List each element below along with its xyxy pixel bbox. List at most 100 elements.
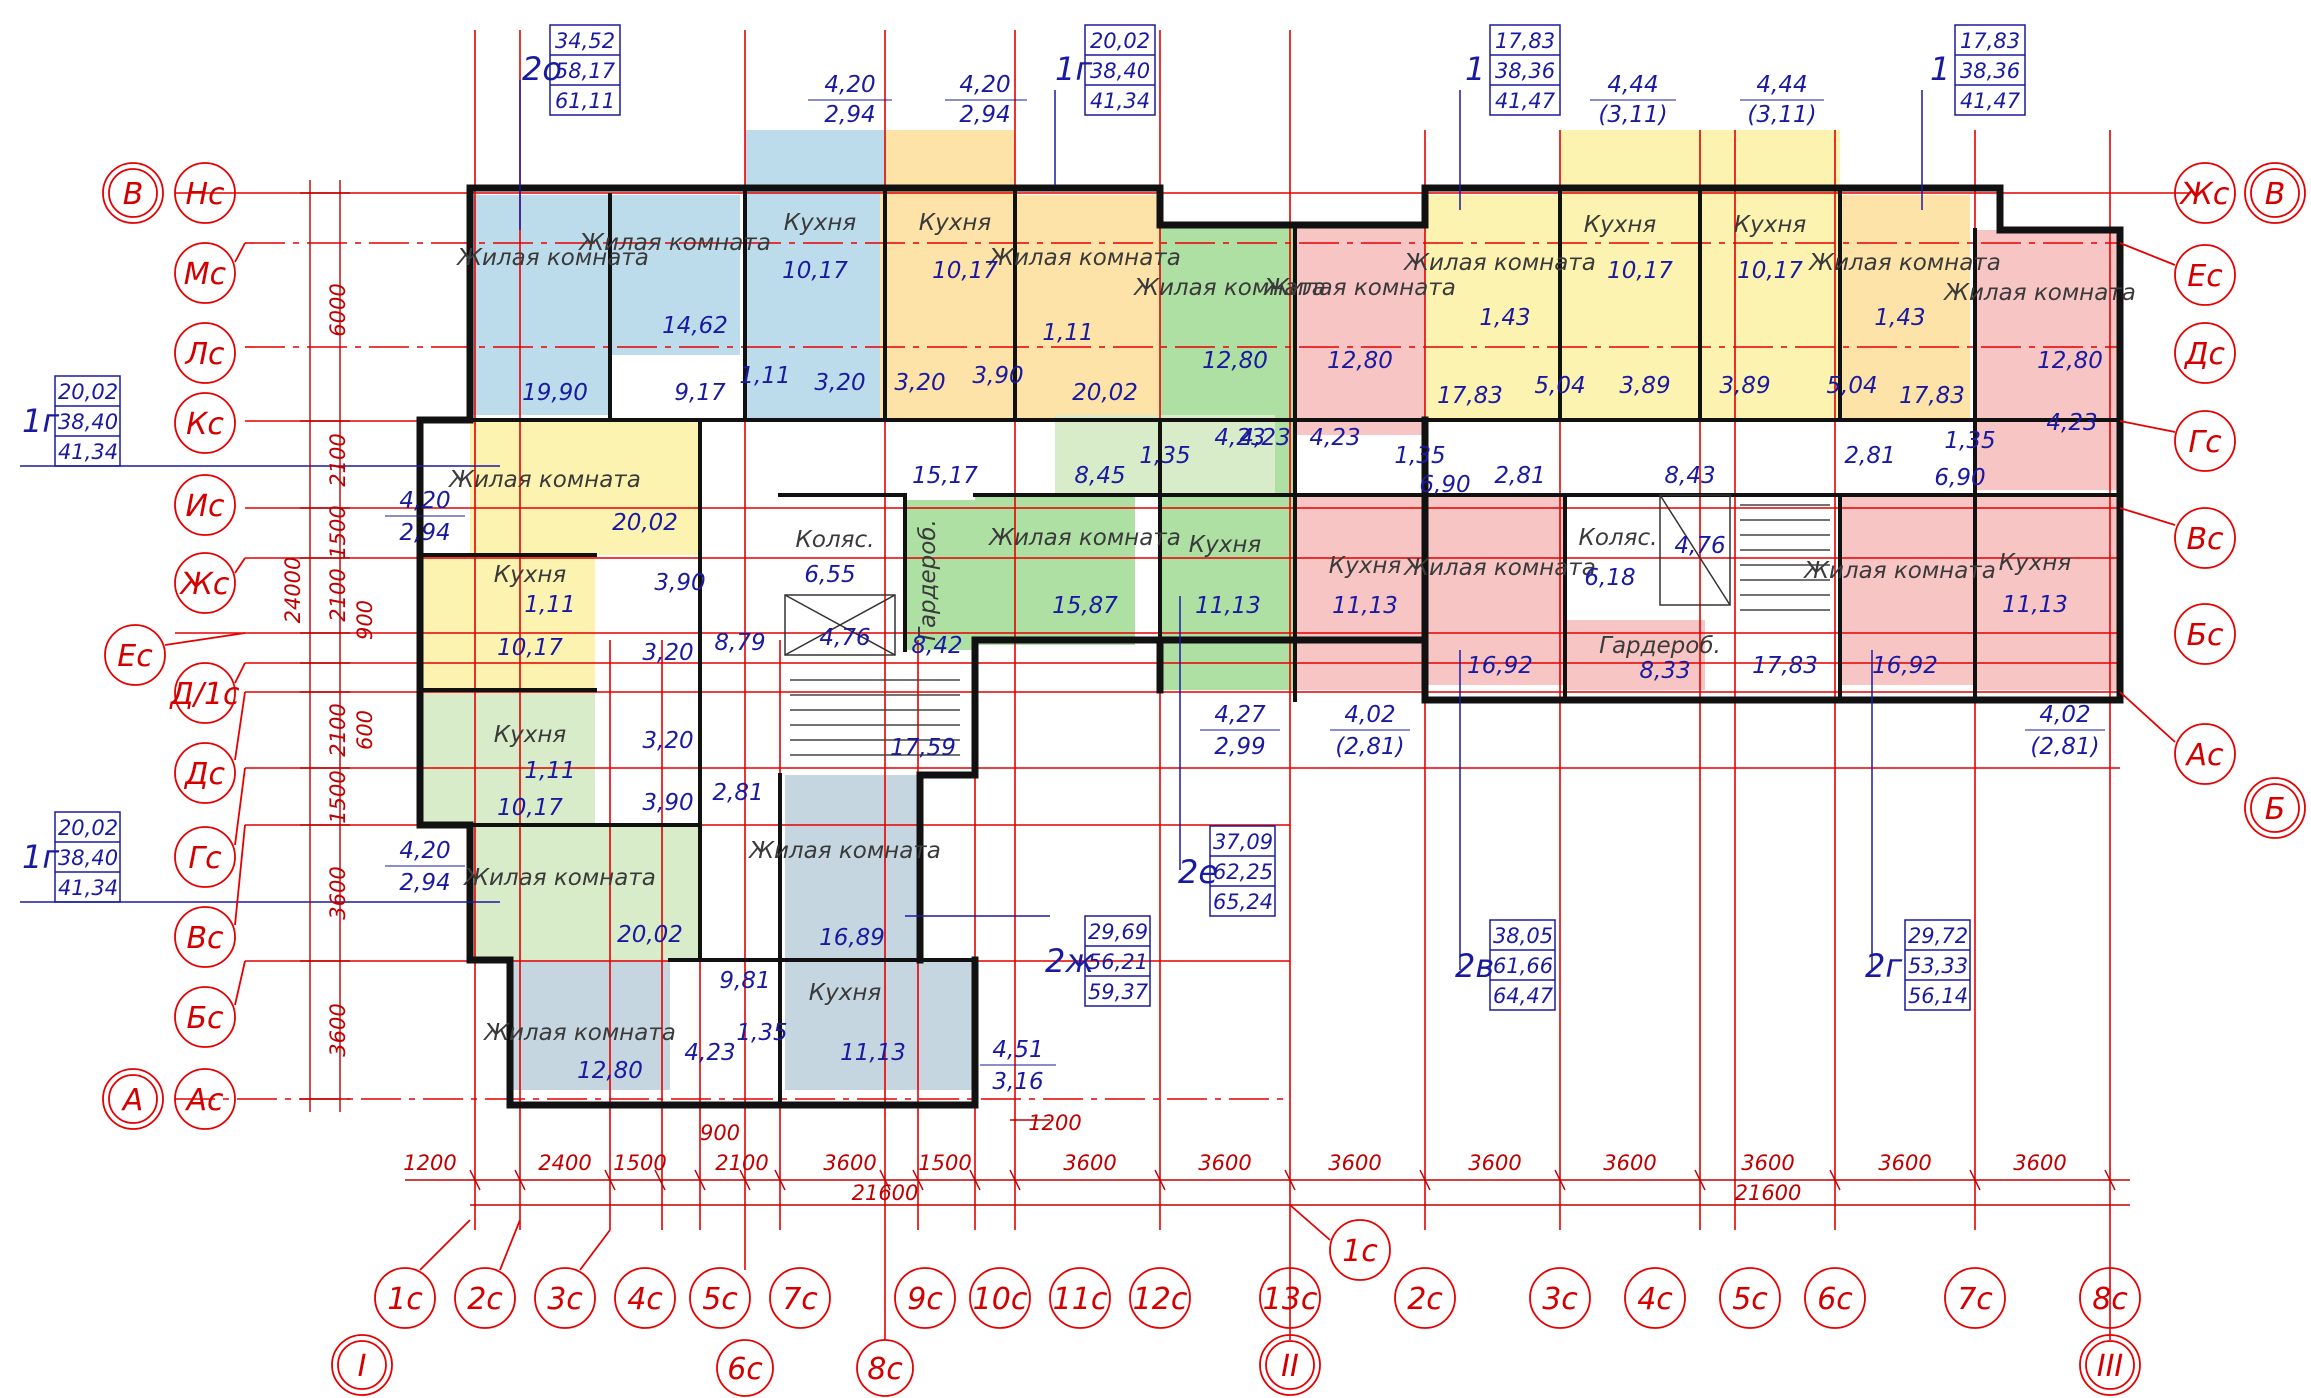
area-value: 1,35 bbox=[1944, 428, 1995, 454]
room-living-15 bbox=[510, 960, 670, 1090]
area-value: 2,81 bbox=[712, 780, 763, 806]
svg-text:65,24: 65,24 bbox=[1213, 890, 1273, 914]
label-living-8: Жилая комната bbox=[1942, 280, 2136, 306]
axis-marker-bottom-11c: 11с bbox=[1049, 1267, 1111, 1329]
balcony-label-4: 4,44(3,11) bbox=[1740, 72, 1824, 128]
axis-marker-left-Es: Ес bbox=[104, 624, 246, 686]
horizontal-dimensions: 1200 2400 1500 900 2100 3600 1500 1200 3… bbox=[403, 1111, 2130, 1206]
area-value: 3,89 bbox=[1619, 373, 1670, 399]
svg-text:38,36: 38,36 bbox=[1960, 59, 2020, 83]
svg-text:4,20: 4,20 bbox=[399, 838, 450, 864]
label-kitchen-4: Кухня bbox=[1734, 212, 1807, 238]
area-value: 1,11 bbox=[524, 592, 575, 618]
svg-text:2в: 2в bbox=[1455, 947, 1494, 985]
area-value: 6,18 bbox=[1584, 565, 1635, 591]
svg-text:Жс: Жс bbox=[2179, 177, 2230, 212]
svg-text:1с: 1с bbox=[1342, 1234, 1378, 1269]
svg-text:24000: 24000 bbox=[281, 557, 305, 624]
svg-text:41,34: 41,34 bbox=[58, 876, 118, 900]
svg-text:34,52: 34,52 bbox=[555, 29, 615, 53]
area-value: 4,76 bbox=[1674, 533, 1725, 559]
svg-text:41,47: 41,47 bbox=[1495, 89, 1556, 113]
area-value: 15,17 bbox=[912, 463, 978, 489]
svg-text:2е: 2е bbox=[1178, 853, 1218, 891]
svg-text:900: 900 bbox=[353, 600, 377, 640]
svg-text:Ас: Ас bbox=[2184, 738, 2224, 773]
svg-text:2г: 2г bbox=[1865, 947, 1902, 985]
area-values: 19,90 14,62 9,17 1,11 3,20 3,20 3,90 10,… bbox=[497, 258, 2103, 1084]
svg-text:(2,81): (2,81) bbox=[1335, 734, 1404, 760]
svg-text:17,83: 17,83 bbox=[1495, 29, 1555, 53]
area-value: 9,17 bbox=[674, 380, 726, 406]
svg-text:2,94: 2,94 bbox=[959, 102, 1010, 128]
apartment-tags: 2о 34,52 58,17 61,11 1г 20,02 38,40 41,3… bbox=[20, 24, 2026, 1011]
svg-text:1: 1 bbox=[1465, 50, 1485, 88]
walls bbox=[416, 184, 2124, 1109]
room-living-11 bbox=[1425, 495, 1565, 685]
axis-marker-right-Zhs: Жс bbox=[2174, 162, 2236, 224]
balcony-10 bbox=[920, 960, 975, 1090]
area-value: 12,80 bbox=[1327, 348, 1393, 374]
area-value: 15,87 bbox=[1052, 593, 1118, 619]
label-wardrobe-2: Гардероб. bbox=[1599, 633, 1721, 659]
svg-text:20,02: 20,02 bbox=[58, 380, 118, 404]
svg-text:Дс: Дс bbox=[183, 757, 225, 792]
axis-marker-left-Ns: Нс bbox=[174, 162, 236, 224]
svg-text:29,72: 29,72 bbox=[1908, 924, 1968, 948]
area-value: 2,81 bbox=[1494, 463, 1545, 489]
room-wardrobe-1 bbox=[905, 500, 975, 650]
area-value: 1,43 bbox=[1479, 305, 1530, 331]
area-value: 3,20 bbox=[814, 370, 865, 396]
svg-text:21600: 21600 bbox=[1735, 1181, 1802, 1205]
room-living-2 bbox=[610, 195, 740, 355]
area-value: 6,55 bbox=[804, 562, 855, 588]
svg-text:Кс: Кс bbox=[186, 407, 224, 442]
room-living-10 bbox=[975, 495, 1135, 645]
svg-text:4,02: 4,02 bbox=[1344, 702, 1395, 728]
svg-text:4с: 4с bbox=[1637, 1282, 1673, 1317]
svg-text:2о: 2о bbox=[522, 50, 562, 88]
axis-marker-roman-I: I bbox=[331, 1334, 393, 1396]
svg-text:9с: 9с bbox=[907, 1282, 943, 1317]
svg-text:1г: 1г bbox=[22, 838, 59, 876]
label-living-2: Жилая комната bbox=[577, 230, 771, 256]
axis-marker-left-Ms: Мс bbox=[174, 242, 246, 304]
svg-text:3600: 3600 bbox=[1063, 1151, 1116, 1175]
svg-text:Мс: Мс bbox=[184, 257, 227, 292]
room-living-7 bbox=[1840, 195, 1970, 420]
label-living-10: Жилая комната bbox=[987, 525, 1181, 551]
label-living-4: Жилая комната bbox=[1132, 275, 1326, 301]
svg-text:2,94: 2,94 bbox=[399, 870, 450, 896]
svg-text:8с: 8с bbox=[2092, 1282, 2128, 1317]
apartment-tag-2o: 2о 34,52 58,17 61,11 bbox=[519, 24, 621, 230]
svg-text:1500: 1500 bbox=[918, 1151, 971, 1175]
svg-text:1500: 1500 bbox=[326, 505, 350, 558]
apartment-tag-2e: 2е 37,09 62,25 65,24 bbox=[1178, 596, 1276, 917]
axis-marker-bottom-4c: 4с bbox=[614, 1267, 676, 1329]
svg-text:900: 900 bbox=[700, 1121, 740, 1145]
svg-text:20,02: 20,02 bbox=[1090, 29, 1150, 53]
axis-marker-roman-II: II bbox=[1259, 1334, 1321, 1396]
axis-marker-bottom-6c: 6с bbox=[716, 1339, 774, 1397]
svg-text:62,25: 62,25 bbox=[1213, 860, 1273, 884]
svg-text:11с: 11с bbox=[1053, 1282, 1108, 1317]
svg-text:Ес: Ес bbox=[117, 639, 153, 674]
label-kitchen-6: Кухня bbox=[1189, 532, 1262, 558]
balcony-3 bbox=[1565, 130, 1700, 185]
svg-text:3600: 3600 bbox=[1468, 1151, 1521, 1175]
svg-text:4,44: 4,44 bbox=[1756, 72, 1807, 98]
area-value: 1,35 bbox=[1139, 443, 1190, 469]
area-value: 17,83 bbox=[1437, 383, 1503, 409]
axis-marker-bottom-3c: 3с bbox=[534, 1229, 611, 1329]
room-living-9 bbox=[470, 420, 700, 555]
room-living-3 bbox=[1015, 195, 1160, 420]
svg-text:1: 1 bbox=[1930, 50, 1950, 88]
svg-text:41,47: 41,47 bbox=[1960, 89, 2021, 113]
svg-text:56,21: 56,21 bbox=[1088, 950, 1148, 974]
svg-text:4,44: 4,44 bbox=[1607, 72, 1658, 98]
area-value: 4,23 bbox=[2046, 410, 2097, 436]
area-value: 1,35 bbox=[736, 1020, 787, 1046]
svg-text:3с: 3с bbox=[547, 1282, 583, 1317]
svg-text:61,66: 61,66 bbox=[1493, 954, 1553, 978]
room-living-14 bbox=[785, 775, 920, 960]
